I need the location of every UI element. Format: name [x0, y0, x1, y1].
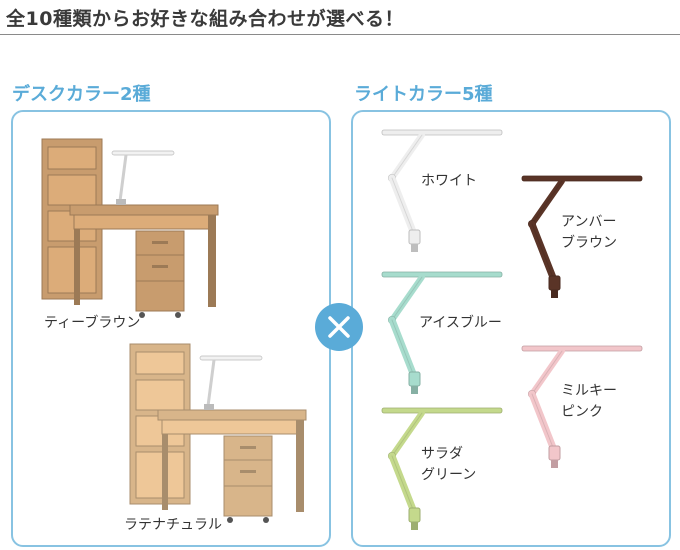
light-color-label-salad-green: サラダ グリーン: [421, 446, 477, 483]
lamp-salad-green-image: [381, 407, 503, 530]
light-color-panel: [351, 110, 671, 547]
lamp-ice-blue-image: [381, 271, 503, 394]
desk-latte-natural-image: [129, 343, 307, 523]
page-title: 全10種類からお好きな組み合わせが選べる！: [6, 8, 404, 30]
light-color-label-ice-blue: アイスブルー: [419, 315, 502, 331]
light-color-label-amber-brown: アンバー ブラウン: [561, 214, 617, 251]
lamp-amber-brown-image: [521, 175, 643, 298]
lamp-milky-pink-image: [521, 345, 643, 468]
light-section-title: ライトカラー5種: [354, 84, 493, 105]
times-icon: [315, 303, 363, 351]
desk-section-title: デスクカラー2種: [12, 84, 151, 105]
lamp-white-image: [381, 129, 503, 252]
header-divider: [0, 34, 680, 35]
desk-tea-brown-image: [41, 138, 219, 318]
light-color-label-white: ホワイト: [421, 173, 477, 189]
light-color-label-milky-pink: ミルキー ピンク: [561, 383, 617, 420]
desk-color-label-latte-natural: ラテナチュラル: [124, 517, 222, 533]
desk-color-label-tea-brown: ティーブラウン: [44, 315, 141, 331]
